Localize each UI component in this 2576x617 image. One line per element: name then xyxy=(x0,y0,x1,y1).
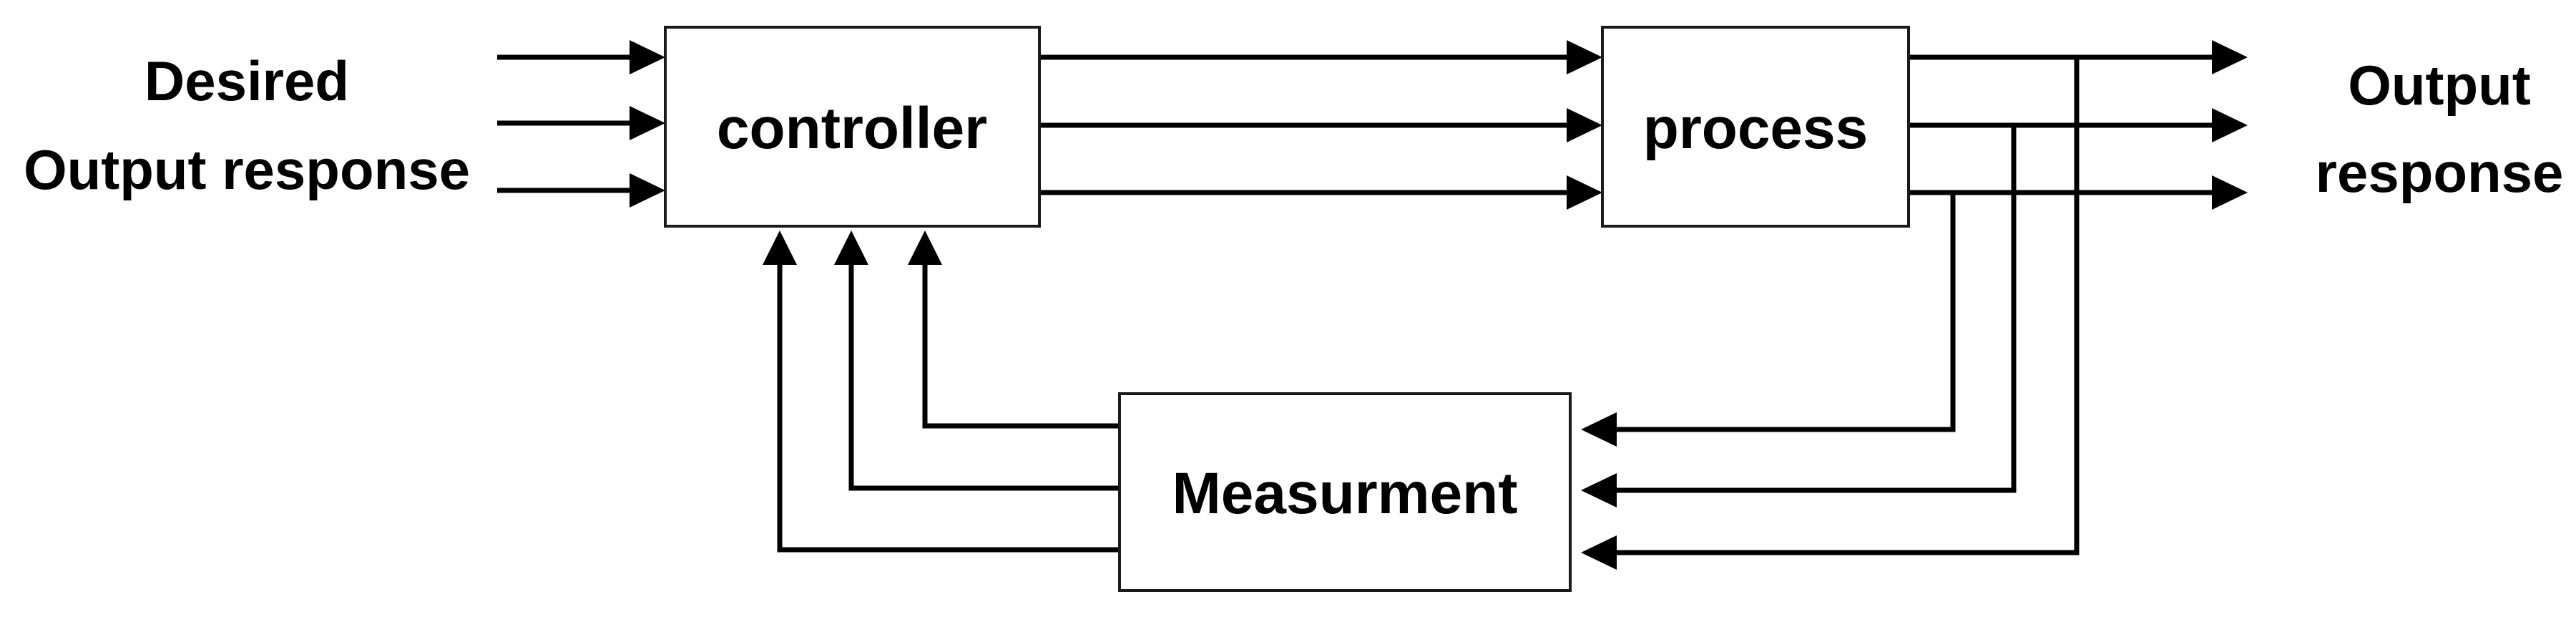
output-arrow-2-head xyxy=(2212,108,2248,142)
ctrl-proc-arrow-1-head xyxy=(1567,40,1602,74)
measurement-block: Measurment xyxy=(1118,392,1572,592)
measure-ctrl-arrow-1-head xyxy=(908,230,942,265)
process-label: process xyxy=(1643,96,1869,161)
process-block: process xyxy=(1601,26,1910,228)
controller-to-process-arrows xyxy=(1039,40,1602,210)
feedback-line-middle xyxy=(1617,125,2017,493)
feedback-line-outer xyxy=(1617,57,2080,555)
output-label-line-1: Output xyxy=(2348,54,2531,117)
feedback-to-measurement xyxy=(1581,57,2080,570)
controller-block: controller xyxy=(664,26,1041,228)
measure-ctrl-line-2 xyxy=(848,265,1120,491)
feedback-arrow-middle-head xyxy=(1581,473,1617,507)
measure-ctrl-arrow-2-head xyxy=(834,230,868,265)
ctrl-proc-arrow-3-head xyxy=(1567,175,1602,210)
ctrl-proc-arrow-2-head xyxy=(1567,108,1602,142)
input-arrow-1-head xyxy=(630,40,665,74)
input-label-line-1: Desired xyxy=(145,49,349,112)
measure-ctrl-line-1 xyxy=(922,265,1120,429)
measurement-to-controller xyxy=(763,230,1120,553)
measurement-label: Measurment xyxy=(1172,461,1517,526)
output-arrows xyxy=(1909,40,2248,210)
output-label-line-2: response xyxy=(2316,141,2564,204)
output-arrow-3-head xyxy=(2212,175,2248,210)
input-label-line-2: Output response xyxy=(24,138,470,201)
input-arrows xyxy=(497,40,665,208)
feedback-arrow-inner-head xyxy=(1581,412,1617,447)
input-arrow-2-head xyxy=(630,106,665,140)
measure-ctrl-arrow-3-head xyxy=(763,230,797,265)
feedback-line-inner xyxy=(1617,193,1956,432)
process-box xyxy=(1601,26,1910,228)
feedback-arrow-outer-head xyxy=(1581,535,1617,570)
input-arrow-3-head xyxy=(630,173,665,208)
output-arrow-1-head xyxy=(2212,40,2248,74)
measure-ctrl-line-3 xyxy=(777,265,1120,553)
controller-box xyxy=(664,26,1041,228)
measurement-box xyxy=(1118,392,1572,592)
controller-label: controller xyxy=(717,96,987,161)
